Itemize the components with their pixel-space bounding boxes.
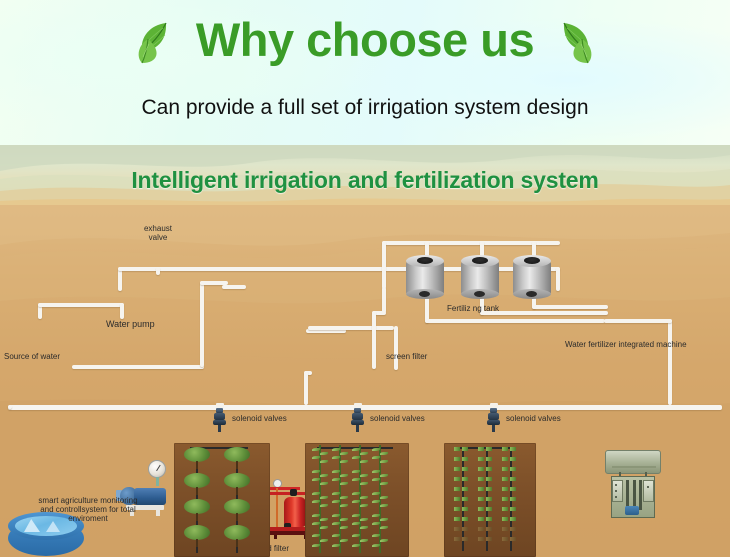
pipe-fert-collector-2 xyxy=(480,311,608,315)
pipe-fert-collector-3 xyxy=(532,305,608,309)
page-subtitle: Can provide a full set of irrigation sys… xyxy=(141,96,589,119)
solenoid-valve xyxy=(351,403,364,432)
solenoid-valve xyxy=(213,403,226,432)
pipe-pool-to-pump xyxy=(38,303,124,307)
pipe-sand-filter-out xyxy=(306,329,346,333)
water-pump xyxy=(116,486,168,516)
label-exhaust-valve: exhaust valve xyxy=(132,224,184,243)
pipe-fert-down-3 xyxy=(532,297,536,309)
leaf-icon xyxy=(538,21,594,65)
solenoid-valve xyxy=(487,403,500,432)
page-title: Why choose us xyxy=(195,12,535,66)
pipe-machine-to-main xyxy=(604,319,672,323)
label-exhaust-valve-line2: valve xyxy=(148,232,168,242)
pipe-main-left-end xyxy=(8,405,12,409)
label-exhaust-valve-line1: exhaust xyxy=(143,224,173,233)
pipe-fert-riser-2 xyxy=(480,241,484,257)
pipe-pool-riser xyxy=(38,303,42,319)
row-crop-field xyxy=(305,443,409,557)
label-screen-filter: screen filter xyxy=(386,352,428,361)
water-source-pool xyxy=(8,512,84,557)
pipe-fert-riser-3 xyxy=(532,241,536,257)
main-distribution-pipe xyxy=(8,405,722,410)
label-solenoid-valves: solenoid valves xyxy=(370,414,425,423)
pipe-screen-in xyxy=(394,326,398,370)
pipe-fert-down-2 xyxy=(480,297,484,315)
exhaust-valve-gauge-icon xyxy=(148,460,166,478)
title-row: Why choose us xyxy=(0,6,730,72)
banner-title: Intelligent irrigation and fertilization… xyxy=(131,167,599,193)
label-solenoid-valves: solenoid valves xyxy=(232,414,287,423)
label-fertilizing-tank: Fertiliz ng tank xyxy=(447,304,500,313)
label-water-pump: Water pump xyxy=(106,319,155,329)
orchard-field xyxy=(174,443,270,557)
pipe-fert-top-left xyxy=(382,241,386,289)
label-source-of-water: Source of water xyxy=(4,352,61,361)
fertilizing-tank xyxy=(406,253,444,299)
pipe-header-drop-right xyxy=(556,267,560,291)
pipe-fert-down-1 xyxy=(425,297,429,323)
exhaust-valve-stem xyxy=(156,477,159,486)
pipe-screen-feed xyxy=(372,311,376,369)
pipe-pump-suction xyxy=(120,303,124,319)
pipe-return-riser xyxy=(200,281,204,367)
pipe-screen-out xyxy=(304,371,312,375)
pipe-pump-discharge xyxy=(118,267,122,291)
pipe-fert-left-run xyxy=(372,311,386,315)
label-solenoid-valves: solenoid valves xyxy=(506,414,561,423)
fertilizing-tank xyxy=(513,253,551,299)
pipe-fert-collector xyxy=(425,319,605,323)
fertilizing-tank xyxy=(461,253,499,299)
pipe-fert-left-drop xyxy=(382,287,386,313)
pipe-machine-out xyxy=(668,319,672,405)
leaf-icon xyxy=(136,21,192,65)
pipe-screen-down xyxy=(304,371,308,405)
irrigation-diagram: Source of water Water pump exhaust valve xyxy=(0,205,730,557)
pipe-fert-top-header xyxy=(382,241,560,245)
pipe-upper-header xyxy=(118,267,560,271)
pipe-fert-riser-1 xyxy=(425,241,429,257)
water-fertilizer-integrated-machine xyxy=(603,450,663,522)
pipe-screen-filter-header xyxy=(308,326,394,330)
label-sand-filter: Sand filter xyxy=(253,544,290,553)
hill-band xyxy=(0,145,730,211)
label-water-fertilizer-machine: Water fertilizer integrated machine xyxy=(565,340,687,349)
pipe-valve-branch xyxy=(200,281,228,285)
header-section: Why choose us Can provide a full set of … xyxy=(0,0,730,145)
pipe-to-sand-filter xyxy=(222,285,246,289)
pipe-exhaust-riser xyxy=(156,267,160,275)
seedling-field xyxy=(444,443,536,557)
label-smart-agriculture: smart agriculture monitoring and control… xyxy=(38,496,138,523)
pipe-pool-return xyxy=(72,365,204,369)
